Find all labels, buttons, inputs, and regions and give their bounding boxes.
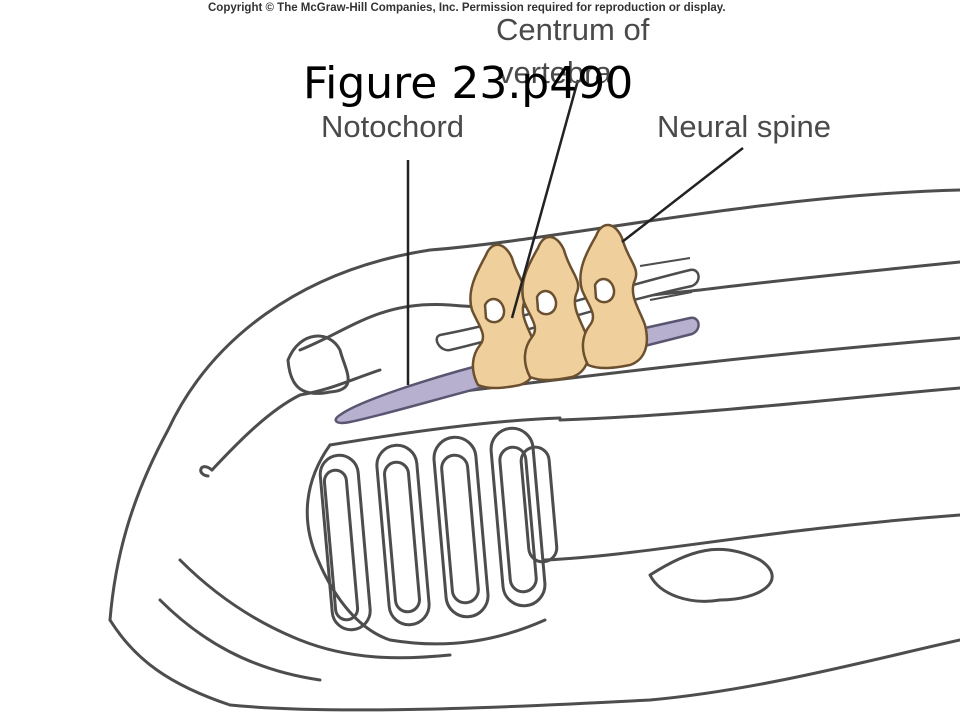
gill-slits [318,426,559,632]
gill-slit [519,445,559,564]
label-notochord: Notochord [321,109,465,144]
gill-slit [322,468,360,622]
gill-slit [383,460,421,614]
gill-slit [375,443,431,627]
centrum-leader [510,79,580,319]
neural-spine-leader [621,147,744,243]
label-centrum-of-vertebra-line2: vertebra [498,55,612,90]
copyright-notice: Copyright © The McGraw-Hill Companies, I… [208,2,726,14]
gill-slit [440,453,480,605]
gill-slit [489,426,547,608]
body-outline [108,188,960,712]
gill-slit [498,445,538,594]
vertebra-hole [483,297,506,324]
label-neural-spine: Neural spine [657,109,832,144]
vertebrae [469,223,649,390]
label-centrum-of-vertebra-line1: Centrum of [496,12,650,47]
gill-slit [318,453,372,632]
vertebra-hole [535,289,558,316]
vertebra-hole [593,277,616,304]
leader-lines [406,79,744,385]
gill-slit [432,435,490,619]
slide-title: Figure 23.p490 [303,58,634,109]
